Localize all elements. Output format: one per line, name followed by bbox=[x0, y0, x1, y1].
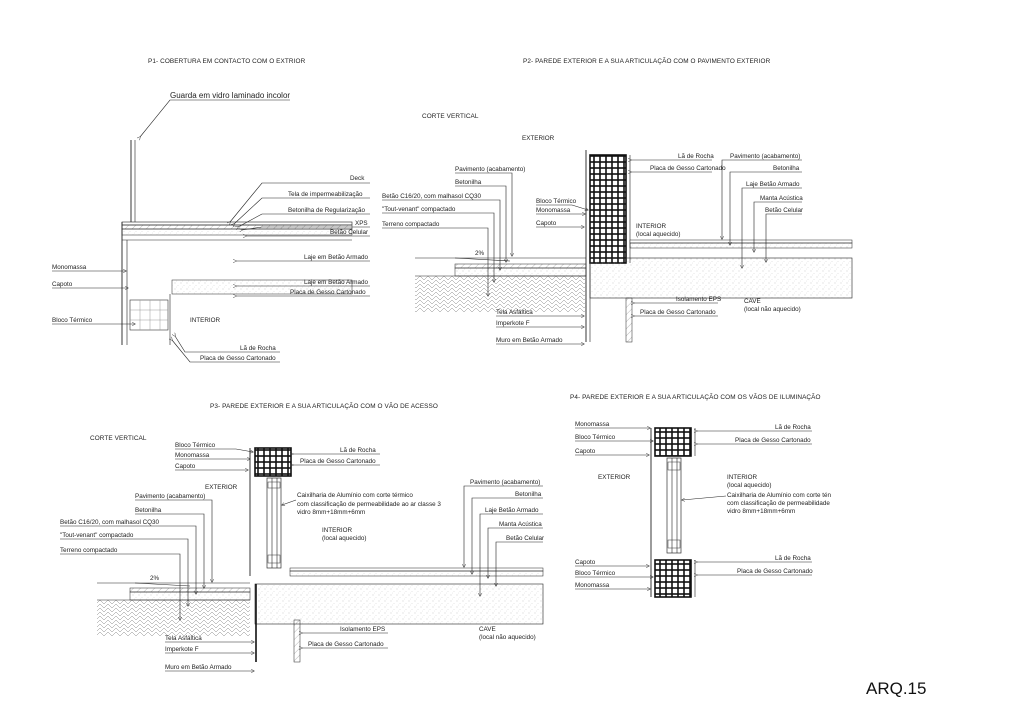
p4-label-la: Lã de Rocha bbox=[775, 424, 811, 431]
p3-label-bloco: Bloco Térmico bbox=[175, 442, 216, 449]
p3-caix3: vidro 8mm+18mm+6mm bbox=[297, 509, 365, 516]
p2-label-betao-c16: Betão C16/20, com malhasol CQ30 bbox=[382, 193, 482, 200]
p2-label-la: Lã de Rocha bbox=[678, 153, 714, 160]
p2-label-betao-cel: Betão Celular bbox=[765, 207, 803, 214]
p2-corte: CORTE VERTICAL bbox=[422, 113, 479, 120]
p2-label-gesso3: Placa de Gesso Cartonado bbox=[640, 309, 716, 316]
p2-label-tela: Tela Asfáltica bbox=[496, 309, 533, 316]
p1-title: P1- COBERTURA EM CONTACTO COM O EXTRIOR bbox=[148, 58, 306, 65]
p4-caix2: com classificação de permeabilidade bbox=[727, 500, 830, 507]
p4-label-capoto: Capoto bbox=[575, 448, 596, 455]
p3-label-tela: Tela Asfáltica bbox=[165, 635, 202, 642]
p4-label-gesso2: Placa de Gesso Cartonado bbox=[737, 568, 813, 575]
p4-interior-sub: (local aquecido) bbox=[727, 482, 771, 489]
p1-label-betonilha: Betonilha de Regularização bbox=[288, 207, 366, 214]
p2-label-laje: Laje Betão Armado bbox=[746, 181, 800, 188]
p1-label-capoto: Capoto bbox=[52, 281, 73, 288]
p3-label-capoto: Capoto bbox=[175, 463, 196, 470]
p4-label-la2: Lã de Rocha bbox=[775, 555, 811, 562]
p1-detail: P1- COBERTURA EM CONTACTO COM O EXTRIOR … bbox=[52, 58, 370, 363]
p4-label-bloco2: Bloco Térmico bbox=[575, 570, 616, 577]
p2-label-betonilha: Betonilha bbox=[455, 179, 482, 186]
p3-label-imperkote: Imperkote F bbox=[165, 646, 199, 653]
p1-label-laje2: Laje em Betão Armado bbox=[304, 279, 369, 286]
p3-interior-sub: (local aquecido) bbox=[322, 535, 366, 542]
p3-label-terreno: Terreno compactado bbox=[60, 547, 118, 554]
p3-label-betao-cel: Betão Celular bbox=[506, 535, 544, 542]
p3-exterior: EXTERIOR bbox=[205, 484, 238, 491]
p3-label-pavimento: Pavimento (acabamento) bbox=[135, 493, 205, 500]
p4-caix1: Caixilharia de Alumínio com corte tén bbox=[727, 492, 831, 499]
p3-label-la: Lã de Rocha bbox=[340, 447, 376, 454]
p3-cave: CAVE bbox=[479, 626, 496, 633]
p4-exterior: EXTERIOR bbox=[598, 474, 631, 481]
p4-caix3: vidro 8mm+18mm+6mm bbox=[727, 508, 795, 515]
p1-label-betao-celular: Betão Celular bbox=[330, 229, 368, 236]
p2-label-bloco: Bloco Térmico bbox=[536, 198, 577, 205]
p1-label-interior: INTERIOR bbox=[190, 317, 221, 324]
p1-label-tela: Tela de impermeabilização bbox=[288, 191, 363, 198]
p2-label-tout: "Tout-venant" compactado bbox=[382, 206, 456, 213]
p3-label-gesso3: Placa de Gesso Cartonado bbox=[308, 641, 384, 648]
p3-label-gesso: Placa de Gesso Cartonado bbox=[300, 458, 376, 465]
p2-label-capoto: Capoto bbox=[536, 220, 557, 227]
p2-label-manta: Manta Acústica bbox=[760, 195, 803, 202]
p4-label-capoto2: Capoto bbox=[575, 559, 596, 566]
p4-label-monomassa2: Monomassa bbox=[575, 582, 610, 589]
sheet-number: ARQ.15 bbox=[866, 679, 926, 698]
p2-cave: CAVE bbox=[744, 298, 761, 305]
p1-label-gesso: Placa de Gesso Cartonado bbox=[290, 289, 366, 296]
p3-label-monomassa: Monomassa bbox=[175, 452, 210, 459]
p2-label-terreno: Terreno compactado bbox=[382, 221, 440, 228]
p3-pct: 2% bbox=[150, 575, 160, 582]
p3-label-eps: Isolamento EPS bbox=[340, 626, 385, 633]
p4-label-gesso: Placa de Gesso Cartonado bbox=[735, 437, 811, 444]
p4-label-bloco: Bloco Térmico bbox=[575, 434, 616, 441]
p1-label-laje1: Laje em Betão Armado bbox=[304, 254, 369, 261]
p1-label-deck: Deck bbox=[350, 175, 365, 182]
p3-corte: CORTE VERTICAL bbox=[90, 435, 147, 442]
p3-label-betonilha-r: Betonilha bbox=[515, 491, 542, 498]
p1-label-monomassa: Monomassa bbox=[52, 264, 87, 271]
p3-label-betonilha: Betonilha bbox=[135, 507, 162, 514]
p3-caix1: Caixilharia de Alumínio com corte térmic… bbox=[297, 492, 413, 499]
p2-label-gesso: Placa de Gesso Cartonado bbox=[650, 165, 726, 172]
p3-label-tout: "Tout-venant" compactado bbox=[60, 532, 134, 539]
p2-label-imperkote: Imperkote F bbox=[496, 320, 530, 327]
p2-label-pavimento: Pavimento (acabamento) bbox=[455, 166, 525, 173]
p3-detail: P3- PAREDE EXTERIOR E A SUA ARTICULAÇÃO … bbox=[60, 401, 544, 671]
p3-caix2: com classificação de permeabilidade ao a… bbox=[297, 501, 441, 508]
p2-detail: P2- PAREDE EXTERIOR E A SUA ARTICULAÇÃO … bbox=[382, 56, 853, 344]
p3-label-muro: Muro em Betão Armado bbox=[165, 664, 232, 671]
p2-interior-sub: (local aquecido) bbox=[636, 231, 680, 238]
p2-label-betonilha-r: Betonilha bbox=[773, 165, 800, 172]
p2-interior: INTERIOR bbox=[636, 223, 667, 230]
p2-pct: 2% bbox=[475, 250, 485, 257]
p1-label-xps: XPS bbox=[355, 220, 368, 227]
p3-cave-sub: (local não aquecido) bbox=[479, 634, 536, 641]
p1-label-gesso2: Placa de Gesso Cartonado bbox=[200, 355, 276, 362]
p2-label-muro: Muro em Betão Armado bbox=[496, 337, 563, 344]
p4-label-monomassa: Monomassa bbox=[575, 421, 610, 428]
p3-label-laje: Laje Betão Armado bbox=[485, 507, 539, 514]
p4-interior: INTERIOR bbox=[727, 474, 758, 481]
p3-interior: INTERIOR bbox=[322, 527, 353, 534]
p2-title: P2- PAREDE EXTERIOR E A SUA ARTICULAÇÃO … bbox=[523, 56, 771, 65]
p4-title: P4- PAREDE EXTERIOR E A SUA ARTICULAÇÃO … bbox=[570, 392, 821, 401]
p3-label-manta: Manta Acústica bbox=[499, 521, 542, 528]
p2-label-monomassa: Monomassa bbox=[536, 207, 571, 214]
p3-label-betao-c16: Betão C16/20, com malhasol CQ30 bbox=[60, 519, 160, 526]
p2-cave-sub: (local não aquecido) bbox=[744, 306, 801, 313]
p2-label-eps: Isolamento EPS bbox=[676, 296, 721, 303]
p3-title: P3- PAREDE EXTERIOR E A SUA ARTICULAÇÃO … bbox=[210, 401, 438, 410]
p1-label-la: Lã de Rocha bbox=[240, 345, 276, 352]
p3-label-pav-r: Pavimento (acabamento) bbox=[470, 479, 540, 486]
p2-label-pav-r: Pavimento (acabamento) bbox=[730, 153, 800, 160]
p2-exterior: EXTERIOR bbox=[522, 135, 555, 142]
p4-detail: P4- PAREDE EXTERIOR E A SUA ARTICULAÇÃO … bbox=[570, 392, 831, 598]
p1-label-guarda: Guarda em vidro laminado incolor bbox=[170, 91, 290, 100]
p1-label-bloco: Bloco Térmico bbox=[52, 317, 93, 324]
